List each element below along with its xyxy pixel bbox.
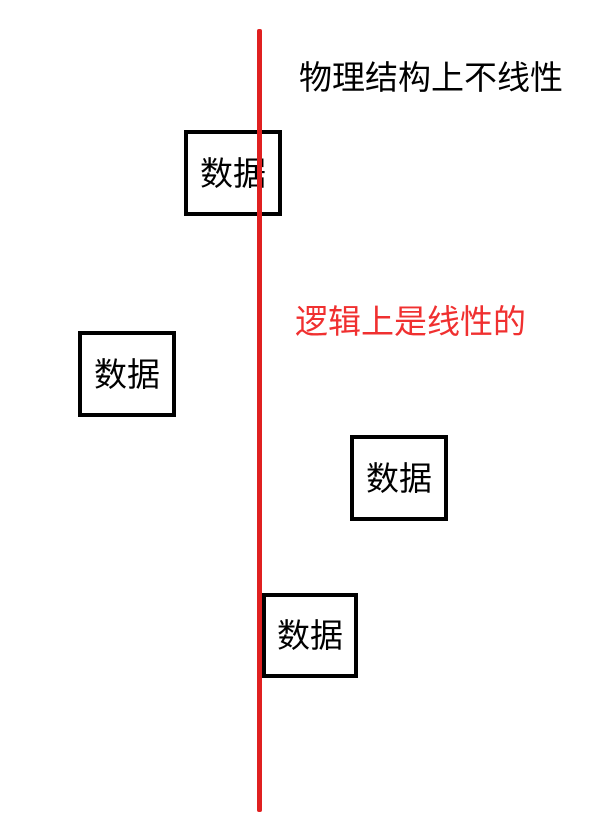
data-node-1: 数据 [184,130,282,216]
logical-structure-label: 逻辑上是线性的 [295,302,526,341]
data-node-3: 数据 [350,435,448,521]
logical-sequence-line [257,29,262,812]
data-node-label: 数据 [277,616,343,655]
data-node-label: 数据 [200,153,266,193]
data-node-label: 数据 [366,458,432,498]
data-node-4: 数据 [262,593,358,678]
data-node-2: 数据 [78,331,176,417]
data-node-label: 数据 [94,354,160,394]
physical-structure-label: 物理结构上不线性 [299,58,563,97]
